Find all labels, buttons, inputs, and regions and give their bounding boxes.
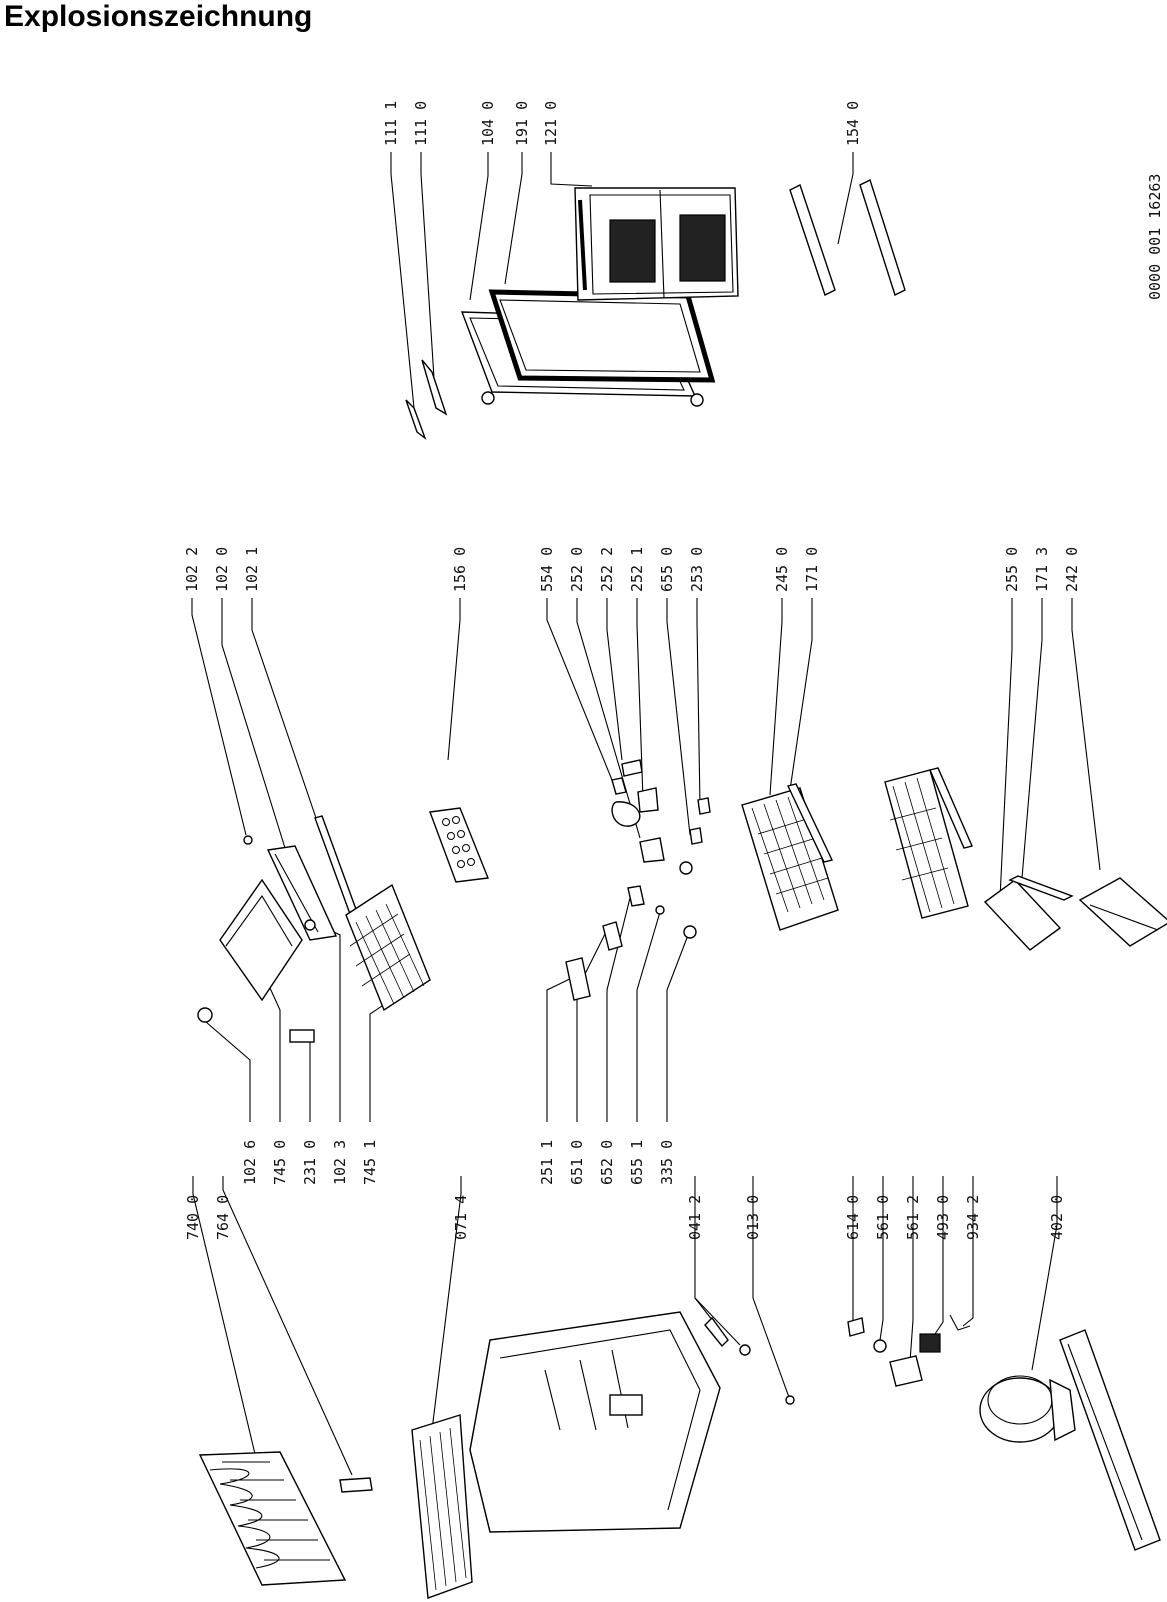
label-171-3: 171 3: [1033, 547, 1051, 592]
label-242-0: 242 0: [1063, 547, 1081, 592]
label-335-0: 335 0: [658, 1140, 676, 1185]
label-111-0: 111 0: [412, 101, 430, 146]
label-253-0: 253 0: [688, 547, 706, 592]
label-156-0: 156 0: [451, 547, 469, 592]
label-191-0: 191 0: [513, 101, 531, 146]
label-252-0: 252 0: [568, 547, 586, 592]
label-102-3: 102 3: [331, 1140, 349, 1185]
label-102-0: 102 0: [213, 547, 231, 592]
label-745-0: 745 0: [271, 1140, 289, 1185]
label-764-0: 764 0: [214, 1195, 232, 1240]
label-655-0: 655 0: [658, 547, 676, 592]
label-745-1: 745 1: [361, 1140, 379, 1185]
label-554-0: 554 0: [538, 547, 556, 592]
label-171-0: 171 0: [803, 547, 821, 592]
middle-top-parts: [243, 759, 1167, 951]
label-154-0: 154 0: [844, 101, 862, 146]
label-652-0: 652 0: [598, 1140, 616, 1185]
label-252-1: 252 1: [628, 547, 646, 592]
label-071-4: 071 4: [452, 1195, 470, 1240]
label-102-1: 102 1: [243, 547, 261, 592]
label-252-2: 252 2: [598, 547, 616, 592]
label-651-0: 651 0: [568, 1140, 586, 1185]
label-231-0: 231 0: [301, 1140, 319, 1185]
label-104-0: 104 0: [479, 101, 497, 146]
leader-lines: [191, 152, 1101, 1476]
label-740-0: 740 0: [184, 1195, 202, 1240]
label-102-2: 102 2: [183, 547, 201, 592]
middle-bottom-parts: [197, 878, 697, 1043]
left-parts: [198, 1311, 1161, 1599]
label-111-1: 111 1: [382, 101, 400, 146]
label-121-0: 121 0: [542, 101, 560, 146]
page-title: Explosionszeichnung: [4, 0, 313, 33]
label-255-0: 255 0: [1003, 547, 1021, 592]
label-655-1: 655 1: [628, 1140, 646, 1185]
label-102-6: 102 6: [241, 1140, 259, 1185]
label-251-1: 251 1: [538, 1140, 556, 1185]
door-assembly: [405, 179, 906, 440]
document-code: 0000 001 16263: [1146, 174, 1164, 300]
label-245-0: 245 0: [773, 547, 791, 592]
